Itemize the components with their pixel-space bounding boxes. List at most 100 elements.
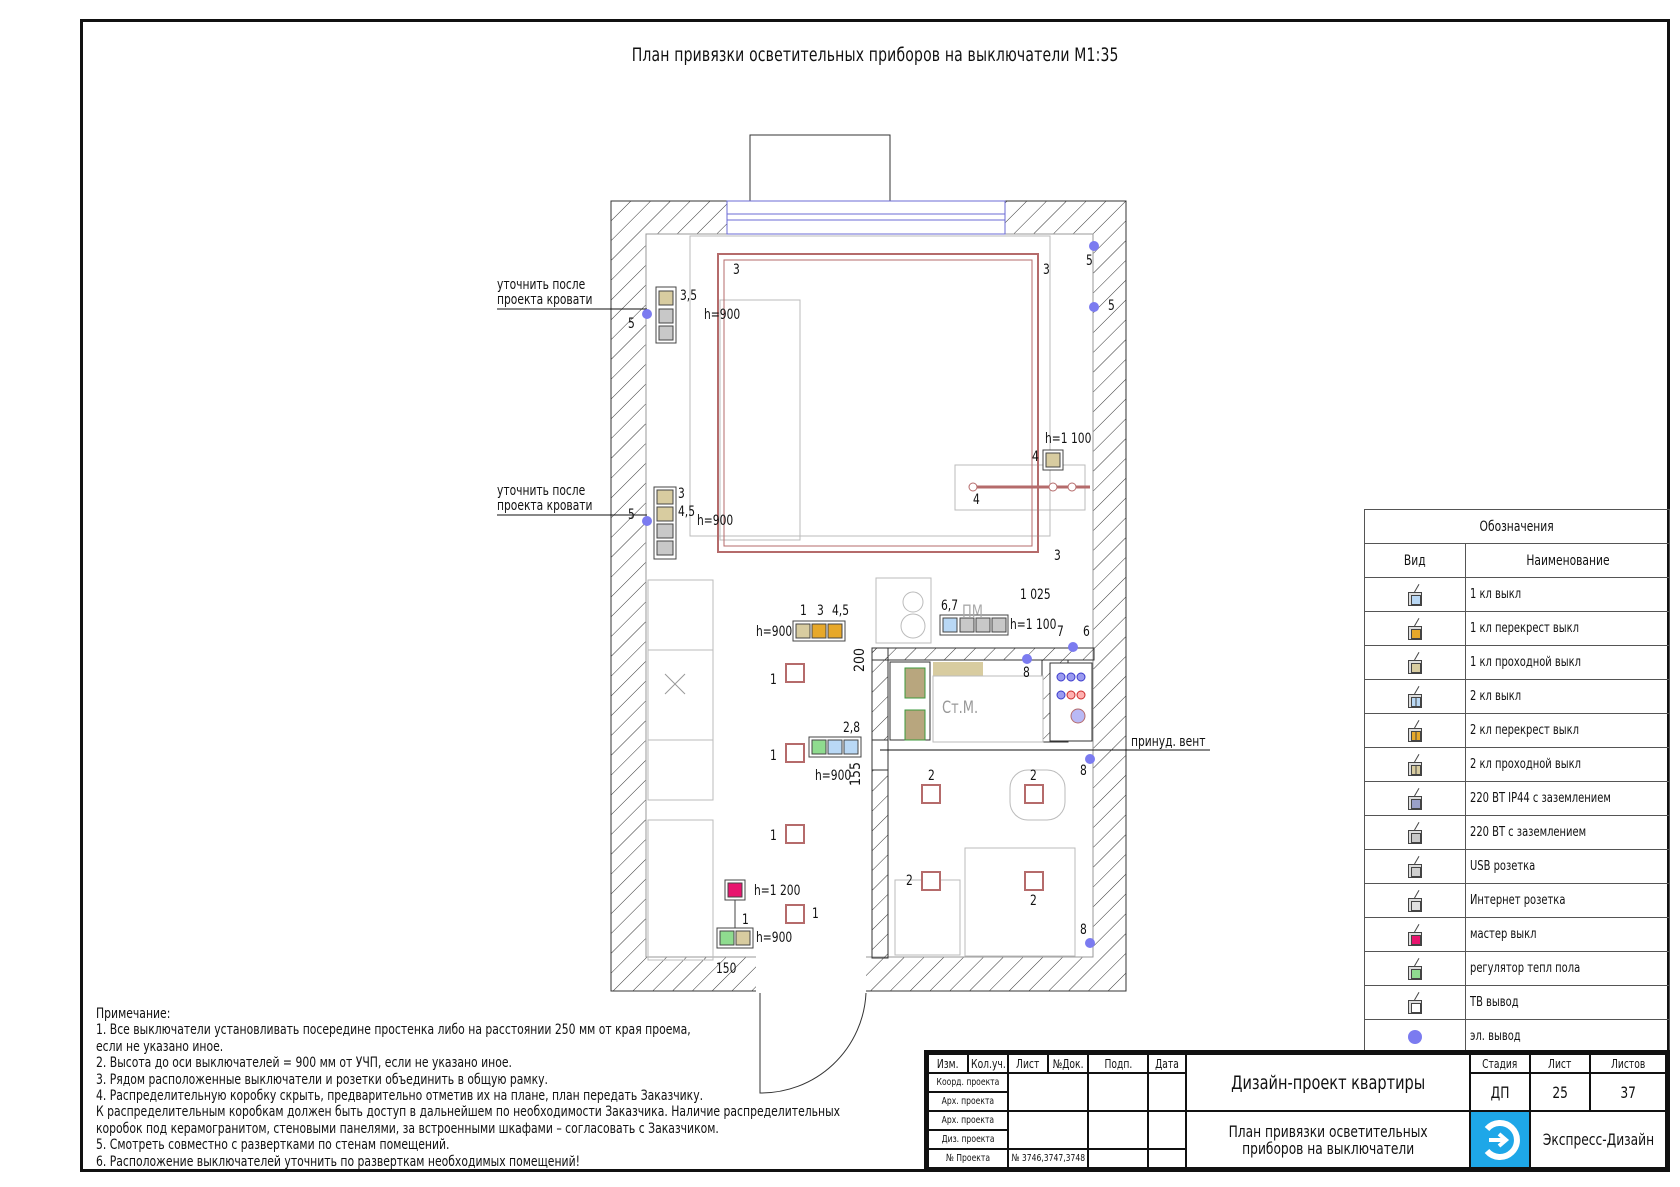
light-number: 2 [1030,768,1037,784]
project-name: Дизайн-проект квартиры [1185,1053,1471,1112]
dimension-label: 150 [716,961,737,977]
washer-label: Ст.М. [942,698,979,718]
note-line: если не указано иное. [96,1038,224,1055]
dishwasher-label: ПМ [962,602,983,622]
company-logo [1469,1110,1531,1169]
stage-label: Стадия [1469,1053,1531,1074]
washing-machine [932,675,1044,743]
master-switch-icon [1405,921,1425,949]
legend-item-name: мастер выкл [1465,917,1670,952]
legend-item-name: 1 кл перекрест выкл [1465,611,1670,646]
note-line: 4. Распределительную коробку скрыть, пре… [96,1088,704,1105]
height-label: h=1 100 [1045,431,1092,447]
light-number: 5 [628,316,635,332]
stamp-project-number: № 3746,3747,3748 [1007,1148,1089,1169]
light-number: 2 [906,873,913,889]
stamp-empty [1087,1110,1149,1150]
switch-2-cross-icon [1405,717,1425,745]
stamp-empty [1007,1072,1089,1112]
stamp-role: Арх. проекта [927,1110,1009,1131]
note-line: 3. Рядом расположенные выключатели и роз… [96,1071,548,1088]
floor-heating-regulator-icon [1405,955,1425,983]
legend-item-name: 2 кл выкл [1465,679,1670,714]
drawing-title: План привязки осветительных приборов на … [631,44,1119,66]
legend-symbol [1364,645,1466,680]
dimension-label: 155 [848,761,864,786]
stamp-role: Диз. проекта [927,1129,1009,1150]
stamp-empty [1087,1148,1149,1169]
legend-symbol [1364,849,1466,884]
legend-row: 2 кл выкл [1364,679,1670,714]
legend-symbol [1364,917,1466,952]
group-label: 3,5 [680,288,698,304]
sheets-value: 37 [1589,1072,1667,1112]
light-number: 3 [1043,262,1050,278]
internet-socket-icon [1405,887,1425,915]
legend-row: ТВ вывод [1364,985,1670,1020]
notes-block: Примечание: 1. Все выключатели установли… [96,1006,840,1170]
legend-item-name: 220 ВТ с заземлением [1465,815,1670,850]
light-number: 4 [973,492,980,508]
legend-item-name: USB розетка [1465,849,1670,884]
light-number: 7 [1057,624,1064,640]
light-number: 1 [770,672,777,688]
furniture [647,235,1086,961]
note-line: коробок под керамогранитом, стеновыми па… [96,1120,719,1137]
light-number: 1 [770,828,777,844]
legend-item-name: эл. вывод [1465,1019,1670,1054]
group-label: 4 [1032,449,1039,465]
legend-row: регулятор тепл пола [1364,951,1670,986]
stamp-empty [1007,1110,1089,1150]
light-number: 1 [812,906,819,922]
legend-symbol [1364,1019,1466,1054]
legend-col-view: Вид [1364,543,1466,578]
light-number: 3 [1054,548,1061,564]
legend-symbol [1364,985,1466,1020]
legend-row: 2 кл проходной выкл [1364,747,1670,782]
window [726,200,1006,235]
height-label: h=1 100 [1010,617,1057,633]
light-number: 1 [770,748,777,764]
light-number: 6 [1083,624,1090,640]
light-number: 5 [1086,253,1093,269]
legend-row: Интернет розетка [1364,883,1670,918]
group-label: 3 [678,486,685,502]
electric-outlets [642,241,1099,948]
socket-220-icon [1405,819,1425,847]
stamp-header-cell: Подп. [1087,1053,1149,1074]
sheet-value: 25 [1529,1072,1591,1112]
stamp-role: Коорд. проекта [927,1072,1009,1093]
group-label: 6,7 [941,598,959,614]
dimension-label: 200 [852,647,868,672]
note-line: 5. Смотреть совместно с развертками по с… [96,1137,450,1154]
walls [610,200,1127,993]
light-number: 5 [1108,298,1115,314]
light-number: 2 [1030,893,1037,909]
legend-item-name: 2 кл проходной выкл [1465,747,1670,782]
note-line: 1. Все выключатели установливать посеред… [96,1022,691,1039]
light-number: 5 [628,507,635,523]
switch-2-icon [1405,683,1425,711]
legend-row: эл. вывод [1364,1019,1670,1054]
legend-symbol [1364,781,1466,816]
stamp-empty [1147,1110,1187,1150]
legend-row: 220 ВТ с заземлением [1364,815,1670,850]
legend-item-name: 220 ВТ IP44 с заземлением [1465,781,1670,816]
legend-row: 1 кл перекрест выкл [1364,611,1670,646]
usb-socket-icon [1405,853,1425,881]
height-label: h=1 200 [754,883,801,899]
stamp-empty [1147,1072,1187,1112]
ceiling-lights [785,663,1044,924]
legend-symbol [1364,815,1466,850]
switch-1-icon [1405,581,1425,609]
switch-1-cross-icon [1405,615,1425,643]
notes-heading: Примечание: [96,1006,171,1022]
legend-title: Обозначения [1364,509,1670,544]
stage-value: ДП [1469,1072,1531,1112]
legend-symbol [1364,679,1466,714]
